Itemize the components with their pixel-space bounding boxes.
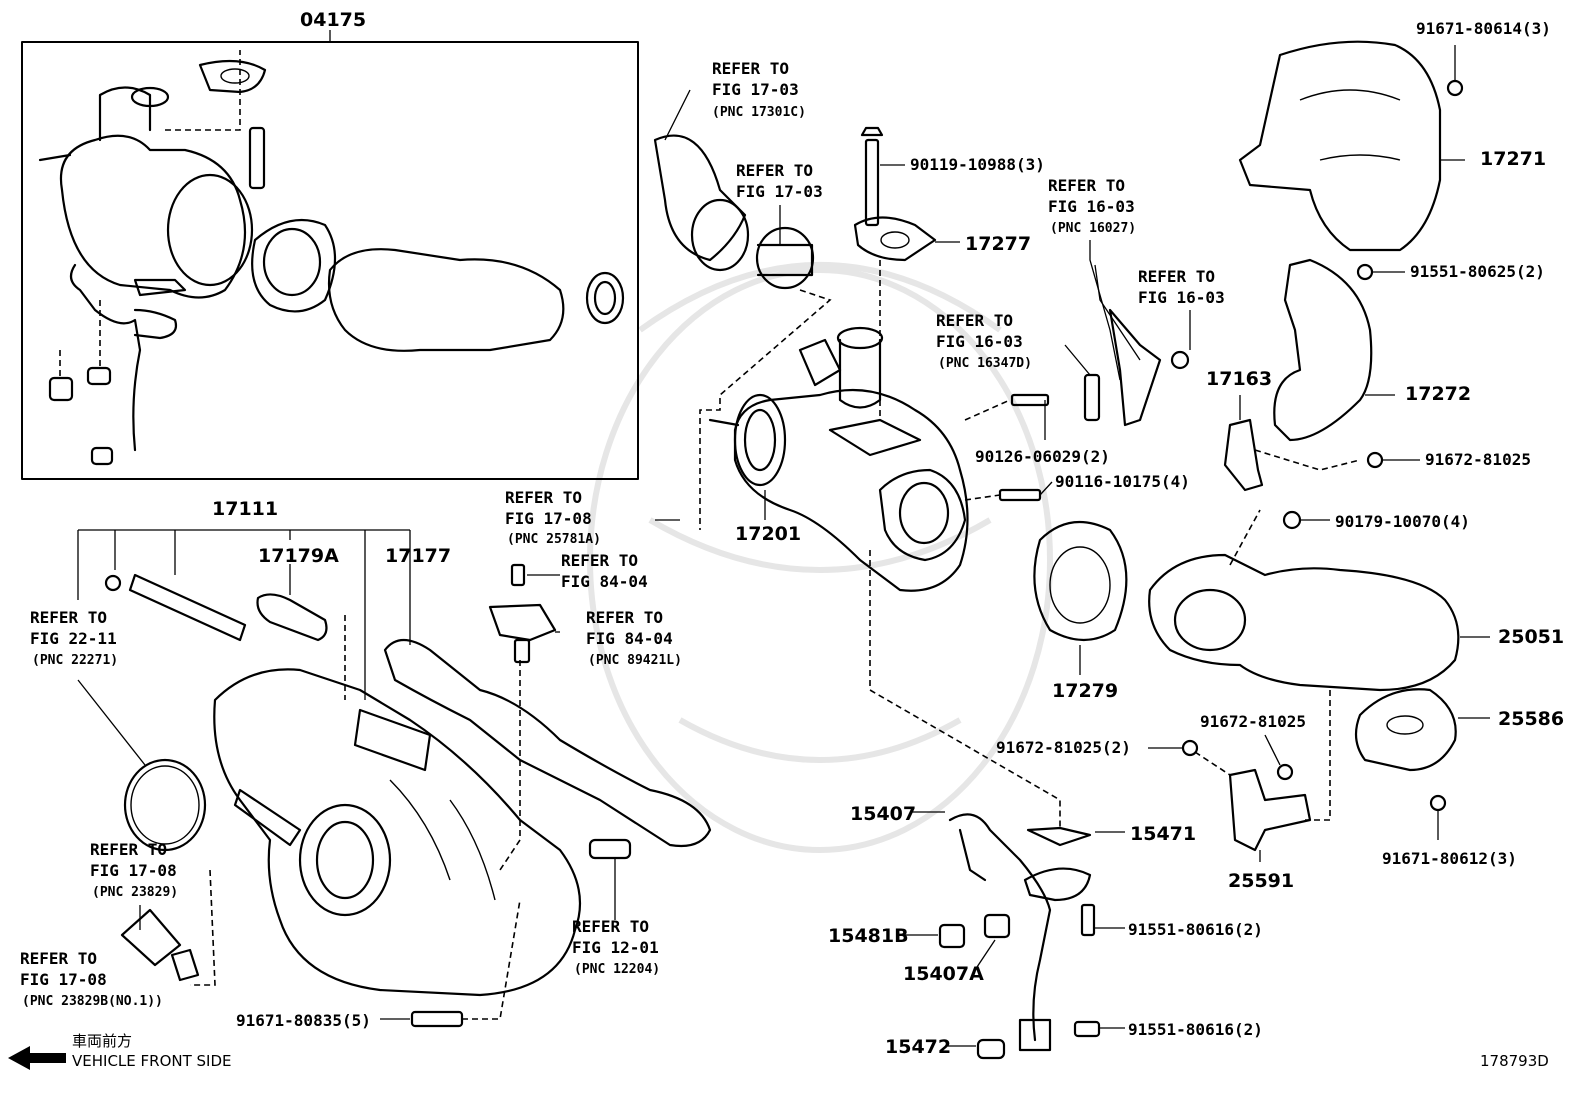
gasket-17279 xyxy=(1033,520,1128,675)
svg-text:REFER TO: REFER TO xyxy=(586,608,663,627)
svg-text:(PNC 16027): (PNC 16027) xyxy=(1050,221,1136,236)
insulator-25586 xyxy=(1354,688,1490,840)
callout-25586: 25586 xyxy=(1498,708,1564,730)
svg-text:REFER TO: REFER TO xyxy=(572,917,649,936)
watermark xyxy=(587,262,1053,853)
svg-text:REFER TO: REFER TO xyxy=(1048,176,1125,195)
callout-04175: 04175 xyxy=(300,9,366,31)
refer-r6: REFER TO FIG 17-08 (PNC 25781A) xyxy=(505,488,601,547)
bolt-91672-81025-2: 91672-81025(2) xyxy=(996,738,1131,757)
stud-90116-10175: 90116-10175(4) xyxy=(1055,472,1190,491)
callout-15407a: 15407A xyxy=(903,963,984,985)
svg-text:(PNC 22271): (PNC 22271) xyxy=(32,653,118,668)
bracket-17163 xyxy=(1223,45,1464,530)
refer-r7: REFER TO FIG 84-04 xyxy=(561,551,648,591)
callout-17177: 17177 xyxy=(385,545,451,567)
svg-text:(PNC 89421L): (PNC 89421L) xyxy=(588,653,682,668)
svg-text:FIG 12-01: FIG 12-01 xyxy=(572,938,659,957)
callout-17271: 17271 xyxy=(1480,148,1546,170)
bolt-91672-81025-right: 91672-81025 xyxy=(1425,450,1531,469)
bracket-25591 xyxy=(1148,690,1331,862)
svg-text:(PNC 23829B(NO.1)): (PNC 23829B(NO.1)) xyxy=(22,994,163,1009)
svg-text:REFER TO: REFER TO xyxy=(936,311,1013,330)
svg-text:FIG 17-08: FIG 17-08 xyxy=(90,861,177,880)
callout-15471: 15471 xyxy=(1130,823,1196,845)
leaders xyxy=(655,89,1191,521)
svg-text:FIG 22-11: FIG 22-11 xyxy=(30,629,117,648)
stud-90126-06029: 90126-06029(2) xyxy=(975,447,1110,466)
callout-25051: 25051 xyxy=(1498,626,1564,648)
callout-17179a: 17179A xyxy=(258,545,339,567)
svg-text:FIG 17-03: FIG 17-03 xyxy=(736,182,823,201)
refer-r5: REFER TO FIG 16-03 (PNC 16347D) xyxy=(936,311,1032,371)
svg-text:REFER TO: REFER TO xyxy=(1138,267,1215,286)
catalytic-converter-25051 xyxy=(1148,509,1490,692)
bolt-91671-80612: 91671-80612(3) xyxy=(1382,849,1517,868)
bolt-91672-81025-mid: 91672-81025 xyxy=(1200,712,1306,731)
bolt-91671-80614: 91671-80614(3) xyxy=(1416,19,1551,38)
nut-90179-10070: 90179-10070(4) xyxy=(1335,512,1470,531)
bolt-91551-80616-a: 91551-80616(2) xyxy=(1128,920,1263,939)
svg-text:(PNC 17301C): (PNC 17301C) xyxy=(712,105,806,120)
stud-90119-10988: 90119-10988(3) xyxy=(910,155,1045,174)
stud-bolts xyxy=(964,393,1053,502)
refer-r2: REFER TO FIG 17-03 xyxy=(736,161,823,201)
inset-04175 xyxy=(21,30,639,480)
refer-r12: REFER TO FIG 12-01 (PNC 12204) xyxy=(572,917,660,977)
callout-15472: 15472 xyxy=(885,1036,951,1058)
callout-17163: 17163 xyxy=(1206,368,1272,390)
callout-15481b: 15481B xyxy=(828,925,909,947)
refer-to-labels: REFER TO FIG 17-03 (PNC 17301C) REFER TO… xyxy=(20,59,1225,1009)
callout-17272: 17272 xyxy=(1405,383,1471,405)
footer: 車両前方 VEHICLE FRONT SIDE 178793D xyxy=(8,1032,1549,1070)
refer-r3: REFER TO FIG 16-03 (PNC 16027) xyxy=(1048,176,1136,236)
front-arrow-icon xyxy=(8,1046,66,1070)
refer-r4: REFER TO FIG 16-03 xyxy=(1138,267,1225,307)
svg-text:REFER TO: REFER TO xyxy=(30,608,107,627)
refer-r1: REFER TO FIG 17-03 (PNC 17301C) xyxy=(712,59,806,120)
intake-manifold-17111 xyxy=(77,529,712,1028)
svg-text:REFER TO: REFER TO xyxy=(736,161,813,180)
callout-25591: 25591 xyxy=(1228,870,1294,892)
heat-insulators xyxy=(1238,40,1465,442)
svg-text:FIG 16-03: FIG 16-03 xyxy=(1138,288,1225,307)
bolt-91551-80625: 91551-80625(2) xyxy=(1410,262,1545,281)
callout-17279: 17279 xyxy=(1052,680,1118,702)
svg-text:FIG 84-04: FIG 84-04 xyxy=(586,629,673,648)
svg-text:REFER TO: REFER TO xyxy=(20,949,97,968)
oil-pipe-15407 xyxy=(869,550,1125,1060)
svg-text:REFER TO: REFER TO xyxy=(90,840,167,859)
refer-r9: REFER TO FIG 22-11 (PNC 22271) xyxy=(30,608,118,668)
svg-text:(PNC 12204): (PNC 12204) xyxy=(574,962,660,977)
callout-17201: 17201 xyxy=(735,523,801,545)
svg-text:FIG 17-03: FIG 17-03 xyxy=(712,80,799,99)
svg-text:(PNC 25781A): (PNC 25781A) xyxy=(507,532,601,547)
callout-17277: 17277 xyxy=(965,233,1031,255)
refer-r11: REFER TO FIG 17-08 (PNC 23829B(NO.1)) xyxy=(20,949,163,1009)
refer-r10: REFER TO FIG 17-08 (PNC 23829) xyxy=(90,840,178,900)
turbocharger-17201 xyxy=(708,326,969,592)
bolt-91551-80616-b: 91551-80616(2) xyxy=(1128,1020,1263,1039)
svg-text:REFER TO: REFER TO xyxy=(712,59,789,78)
svg-text:FIG 17-08: FIG 17-08 xyxy=(20,970,107,989)
svg-text:REFER TO: REFER TO xyxy=(505,488,582,507)
svg-text:REFER TO: REFER TO xyxy=(561,551,638,570)
hose-and-clamp xyxy=(653,134,832,530)
svg-text:FIG 16-03: FIG 16-03 xyxy=(1048,197,1135,216)
stud-and-gasket-17277 xyxy=(853,126,960,420)
svg-text:FIG 17-08: FIG 17-08 xyxy=(505,509,592,528)
svg-text:(PNC 16347D): (PNC 16347D) xyxy=(938,356,1032,371)
svg-text:(PNC 23829): (PNC 23829) xyxy=(92,885,178,900)
front-side-en: VEHICLE FRONT SIDE xyxy=(72,1052,232,1070)
svg-text:FIG 16-03: FIG 16-03 xyxy=(936,332,1023,351)
callout-17111: 17111 xyxy=(212,498,278,520)
callout-labels: 04175 17111 17179A 17177 17201 17277 172… xyxy=(212,9,1564,1058)
bolt-91671-80835: 91671-80835(5) xyxy=(236,1011,371,1030)
front-side-jp: 車両前方 xyxy=(72,1032,132,1050)
figure-id: 178793D xyxy=(1480,1052,1549,1070)
callout-15407: 15407 xyxy=(850,803,916,825)
svg-text:FIG 84-04: FIG 84-04 xyxy=(561,572,648,591)
refer-r8: REFER TO FIG 84-04 (PNC 89421L) xyxy=(586,608,682,668)
